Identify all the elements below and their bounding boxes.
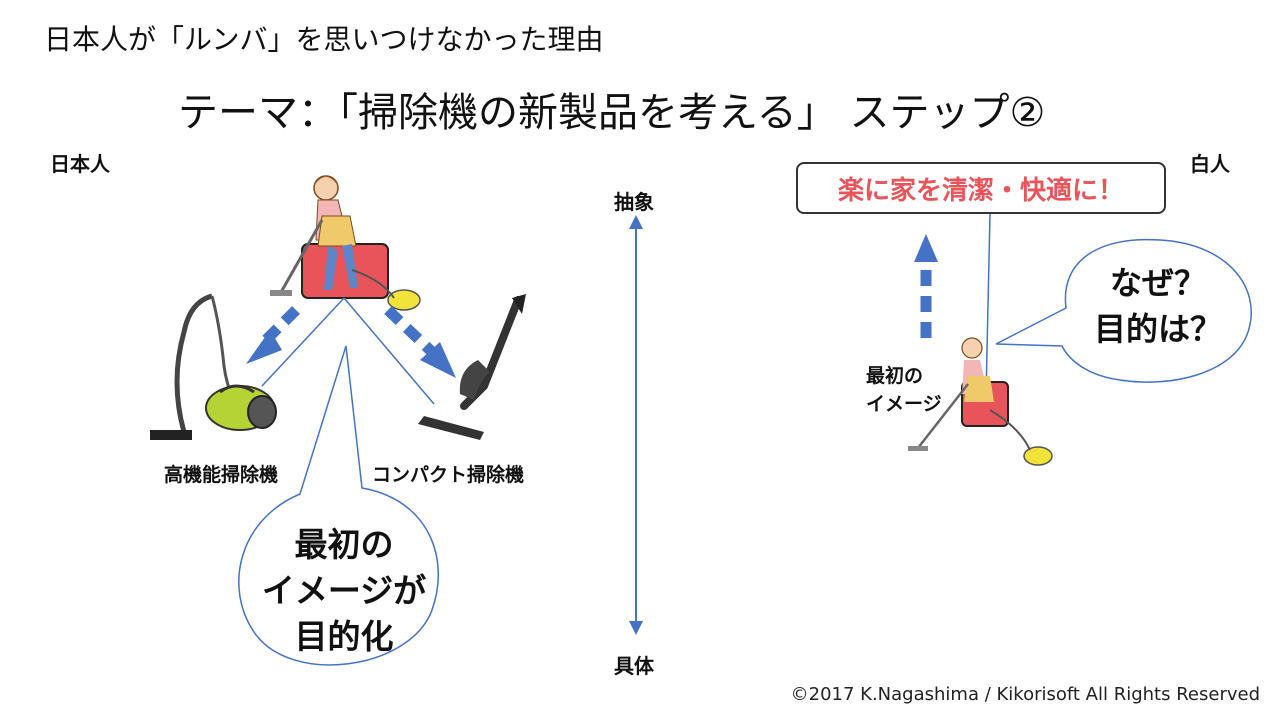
left-bubble-line-1: 最初の xyxy=(294,525,394,564)
slide-header: 日本人が「ルンバ」を思いつけなかった理由 xyxy=(44,23,604,56)
axis-bottom-label: 具体 xyxy=(614,654,654,678)
right-side-label: 白人 xyxy=(1190,152,1230,176)
compact-vacuum-label-text: コンパクト掃除機 xyxy=(372,464,525,486)
high-function-vacuum-label: 高機能掃除機 xyxy=(164,464,279,486)
first-image-label: 最初の イメージ xyxy=(866,362,942,418)
left-bubble-text: 最初の イメージが 目的化 xyxy=(252,522,436,660)
compact-vacuum-illustration xyxy=(418,294,526,440)
dashed-arrow-up xyxy=(914,234,938,338)
connector-to-compact xyxy=(343,297,435,405)
left-bubble-line-3: 目的化 xyxy=(294,617,394,656)
connector-to-high-function xyxy=(261,297,345,387)
slide-title: テーマ：「掃除機の新製品を考える」 ステップ② xyxy=(178,90,1046,136)
axis-top-label: 抽象 xyxy=(614,190,654,214)
dashed-arrow-to-compact xyxy=(384,306,456,378)
goal-box: 楽に家を清潔・快適に！ xyxy=(796,162,1166,214)
high-function-vacuum-illustration xyxy=(150,293,277,440)
left-speech-bubble xyxy=(238,345,439,666)
left-bubble-line-2: イメージが xyxy=(261,571,427,610)
woman-vacuum-illustration-right xyxy=(908,337,1053,466)
right-bubble-text: なぜ？ 目的は？ xyxy=(1078,260,1238,352)
first-image-line-2: イメージ xyxy=(866,393,942,415)
goal-text: 楽に家を清潔・快適に！ xyxy=(837,175,1124,206)
left-side-label: 日本人 xyxy=(50,152,110,176)
connector-to-goal xyxy=(985,213,991,397)
right-bubble-line-2: 目的は？ xyxy=(1093,310,1222,348)
woman-vacuum-illustration-left xyxy=(270,175,421,311)
dashed-arrow-to-high-function xyxy=(246,306,300,364)
first-image-line-1: 最初の xyxy=(866,365,924,387)
right-speech-bubble xyxy=(995,238,1252,383)
right-bubble-line-1: なぜ？ xyxy=(1109,264,1206,302)
copyright-footer: ©2017 K.Nagashima / Kikorisoft All Right… xyxy=(790,684,1260,705)
